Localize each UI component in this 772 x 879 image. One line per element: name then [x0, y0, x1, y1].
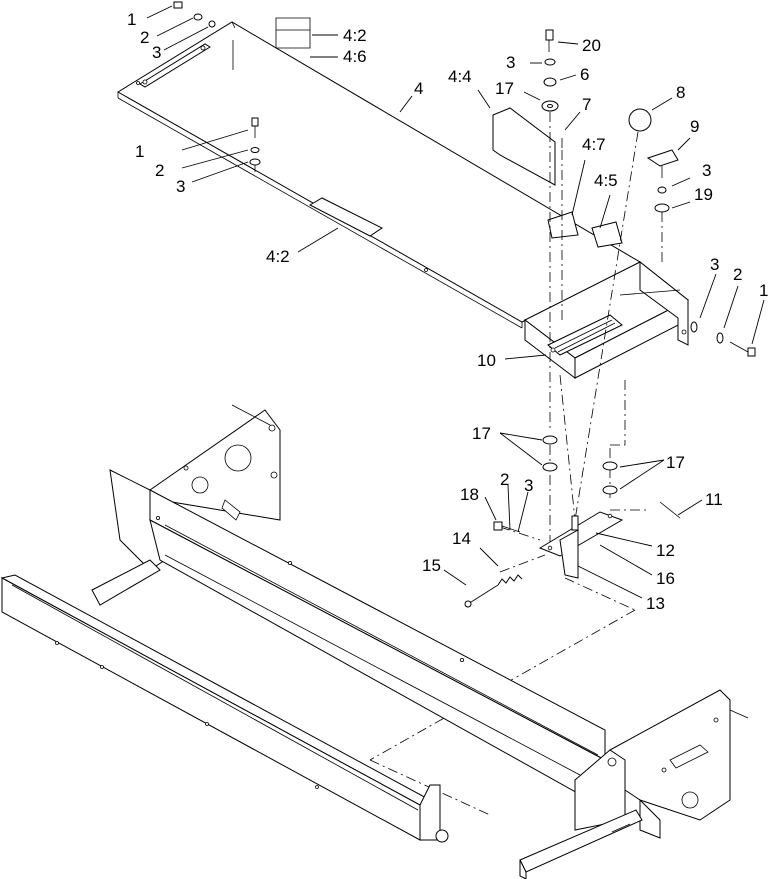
- callout-4: 4: [414, 79, 423, 98]
- callout-11: 11: [705, 490, 723, 509]
- callout-4-6: 4:6: [343, 47, 367, 66]
- callout-2-cover-mid: 2: [155, 161, 164, 180]
- callout-15: 15: [422, 556, 441, 575]
- callout-3-bracket: 3: [710, 255, 719, 274]
- callout-13: 13: [646, 594, 665, 613]
- callout-3-cover-top: 3: [152, 43, 161, 62]
- callout-4-7: 4:7: [582, 135, 606, 154]
- bracket: [524, 260, 689, 380]
- callout-3-stack: 3: [506, 53, 515, 72]
- callout-2-latch: 2: [500, 470, 509, 489]
- callout-16: 16: [656, 569, 675, 588]
- callout-labels: 1 2 3 4:2 4:6 4 4:4 20 3 6 17 7 8 9 4:7 …: [127, 10, 768, 613]
- callout-20: 20: [582, 36, 601, 55]
- callout-1-cover-mid: 1: [135, 142, 144, 161]
- callout-17-top: 17: [495, 79, 514, 98]
- callout-10: 10: [477, 351, 496, 370]
- callout-2-bracket: 2: [733, 265, 742, 284]
- cover-plate: [117, 17, 642, 329]
- callout-4-2-top: 4:2: [343, 26, 367, 45]
- callout-14: 14: [452, 529, 471, 548]
- callout-1-bracket: 1: [759, 281, 768, 300]
- callout-4-4: 4:4: [448, 67, 472, 86]
- callout-17-left: 17: [472, 424, 491, 443]
- callout-2-cover-top: 2: [140, 28, 149, 47]
- callout-4-2-plate: 4:2: [266, 247, 290, 266]
- callout-12: 12: [656, 541, 675, 560]
- callout-4-5: 4:5: [594, 171, 618, 190]
- callout-18: 18: [460, 485, 479, 504]
- callout-7: 7: [582, 95, 591, 114]
- callout-3-cover-mid: 3: [176, 177, 185, 196]
- callout-6: 6: [580, 65, 589, 84]
- callout-17-right: 17: [666, 453, 685, 472]
- callout-3-latch: 3: [524, 476, 533, 495]
- latch-assembly: [464, 435, 681, 608]
- leader-lines: [146, 5, 765, 599]
- callout-1-cover-top: 1: [127, 10, 136, 29]
- callout-19: 19: [694, 185, 713, 204]
- callout-8: 8: [676, 83, 685, 102]
- frame-assembly: [0, 404, 749, 879]
- hardware-stack: [173, 1, 756, 357]
- callout-3-knob: 3: [702, 161, 711, 180]
- callout-9: 9: [690, 117, 699, 136]
